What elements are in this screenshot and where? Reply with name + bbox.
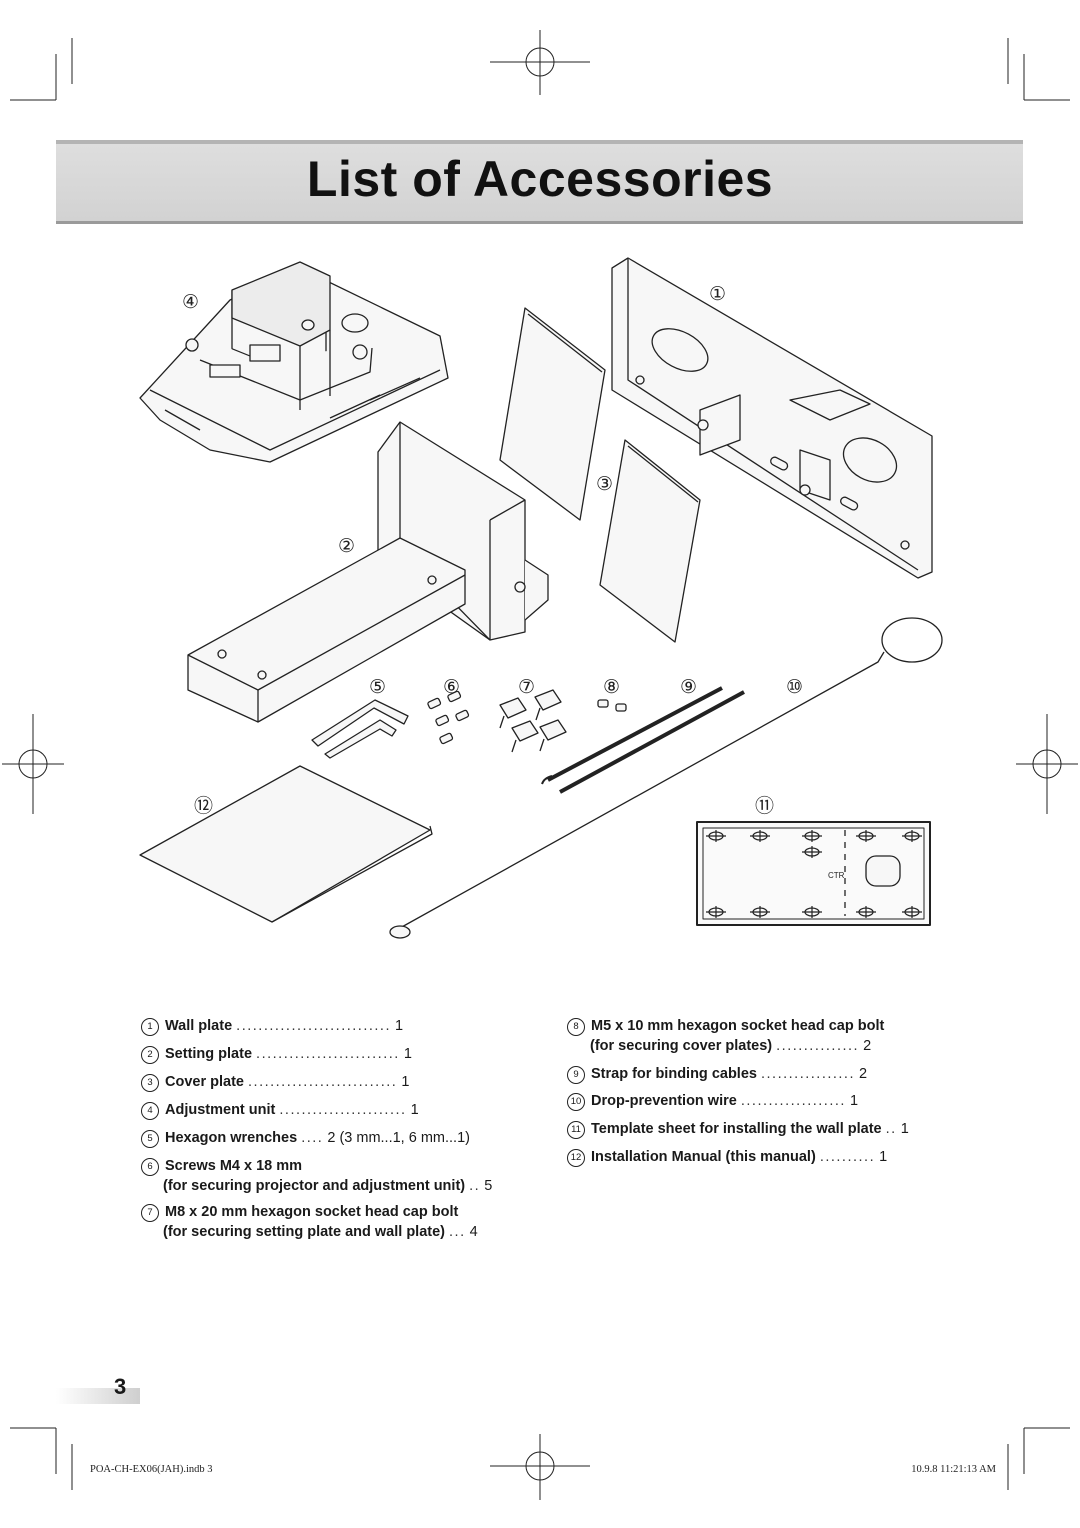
- item-name: Adjustment unit: [165, 1102, 276, 1118]
- item-quantity: 2: [859, 1066, 868, 1082]
- small-bolts-drawing: [597, 699, 627, 712]
- diagram-label-1: ①: [709, 283, 726, 305]
- item-name: Wall plate: [165, 1018, 233, 1034]
- item-name: Setting plate: [165, 1046, 253, 1062]
- diagram-label-9: ⑨: [680, 676, 697, 698]
- diagram-label-11: ⑪: [755, 795, 774, 817]
- item-purpose: (for securing setting plate and wall pla…: [163, 1224, 445, 1240]
- item-quantity: 2 (3 mm...1, 6 mm...1): [327, 1130, 470, 1146]
- diagram-label-8: ⑧: [603, 676, 620, 698]
- item-purpose: (for securing projector and adjustment u…: [163, 1178, 466, 1194]
- item-number: 7: [141, 1204, 159, 1222]
- footer-file-name: POA-CH-EX06(JAH).indb 3: [90, 1464, 213, 1475]
- item-name: Template sheet for installing the wall p…: [591, 1121, 882, 1137]
- page-number: 3: [114, 1374, 127, 1399]
- item-number: 1: [141, 1018, 159, 1036]
- footer-timestamp: 10.9.8 11:21:13 AM: [911, 1464, 996, 1475]
- item-quantity: 1: [395, 1018, 404, 1034]
- item-name: Screws M4 x 18 mm: [165, 1158, 303, 1174]
- template-hole-marks: [706, 830, 922, 918]
- item-number: 11: [567, 1121, 585, 1139]
- item-number: 9: [567, 1066, 585, 1084]
- cover-plate-drawing: [499, 307, 606, 521]
- item-quantity: 1: [403, 1046, 412, 1062]
- item-name: Hexagon wrenches: [165, 1130, 298, 1146]
- diagram-label-4: ④: [182, 291, 199, 313]
- title-banner: [56, 140, 1023, 224]
- item-number: 3: [141, 1074, 159, 1092]
- list-item: 8 M5 x 10 mm hexagon socket head cap bolt: [567, 1018, 884, 1036]
- item-quantity: 1: [410, 1102, 419, 1118]
- page-number-bar: [56, 1388, 140, 1404]
- cover-plate-drawing: [599, 439, 701, 643]
- item-number: 2: [141, 1046, 159, 1064]
- item-purpose: (for securing cover plates): [590, 1038, 773, 1054]
- item-number: 5: [141, 1130, 159, 1148]
- item-quantity: 1: [900, 1121, 909, 1137]
- item-quantity: 4: [469, 1224, 478, 1240]
- diagram-label-2: ②: [338, 535, 355, 557]
- manual-drawing: [139, 765, 433, 923]
- diagram-label-3: ③: [596, 473, 613, 495]
- list-item: 7 M8 x 20 mm hexagon socket head cap bolt: [141, 1204, 458, 1222]
- list-item: 6 Screws M4 x 18 mm: [141, 1158, 302, 1176]
- template-sheet-drawing: [696, 821, 931, 926]
- item-number: 12: [567, 1149, 585, 1167]
- hexagon-wrenches-drawing: [311, 699, 409, 759]
- screws-drawing: [427, 690, 470, 745]
- template-ctr-label: CTR: [828, 871, 845, 880]
- item-quantity: 2: [863, 1038, 872, 1054]
- adjustment-unit-drawing: [139, 261, 449, 463]
- list-item: 11 Template sheet for installing the wall…: [567, 1121, 909, 1139]
- item-name: Drop-prevention wire: [591, 1093, 737, 1109]
- diagram-label-5: ⑤: [369, 676, 386, 698]
- item-name: Cover plate: [165, 1074, 244, 1090]
- drop-prevention-wire-drawing: [389, 617, 943, 939]
- hex-bolts-drawing: [499, 689, 567, 753]
- item-quantity: 1: [401, 1074, 410, 1090]
- item-quantity: 1: [879, 1149, 888, 1165]
- item-number: 8: [567, 1018, 585, 1036]
- item-name: Installation Manual (this manual): [591, 1149, 816, 1165]
- item-number: 10: [567, 1093, 585, 1111]
- list-item-detail: (for securing projector and adjustment u…: [163, 1178, 493, 1194]
- list-item-detail: (for securing setting plate and wall pla…: [163, 1224, 478, 1240]
- item-quantity: 5: [484, 1178, 493, 1194]
- setting-plate-drawing: [187, 421, 549, 723]
- diagram-label-12: ⑫: [194, 795, 213, 817]
- item-name: M5 x 10 mm hexagon socket head cap bolt: [591, 1018, 885, 1034]
- item-name: M8 x 20 mm hexagon socket head cap bolt: [165, 1204, 459, 1220]
- item-number: 6: [141, 1158, 159, 1176]
- cable-straps-drawing: [541, 686, 745, 794]
- wall-plate-drawing: [611, 257, 933, 579]
- item-name: Strap for binding cables: [591, 1066, 757, 1082]
- diagram-label-7: ⑦: [518, 676, 535, 698]
- diagram-label-10: ⑩: [786, 676, 803, 698]
- item-quantity: 1: [849, 1093, 859, 1109]
- accessories-illustration: ④ ① ③ ② ⑤ ⑥ ⑦ ⑧ ⑨ ⑩ ⑫ ⑪ CTR: [139, 257, 943, 939]
- list-item-detail: (for securing cover plates) ............…: [590, 1038, 872, 1054]
- item-number: 4: [141, 1102, 159, 1120]
- diagram-label-6: ⑥: [443, 676, 460, 698]
- page-title: List of Accessories: [306, 151, 774, 207]
